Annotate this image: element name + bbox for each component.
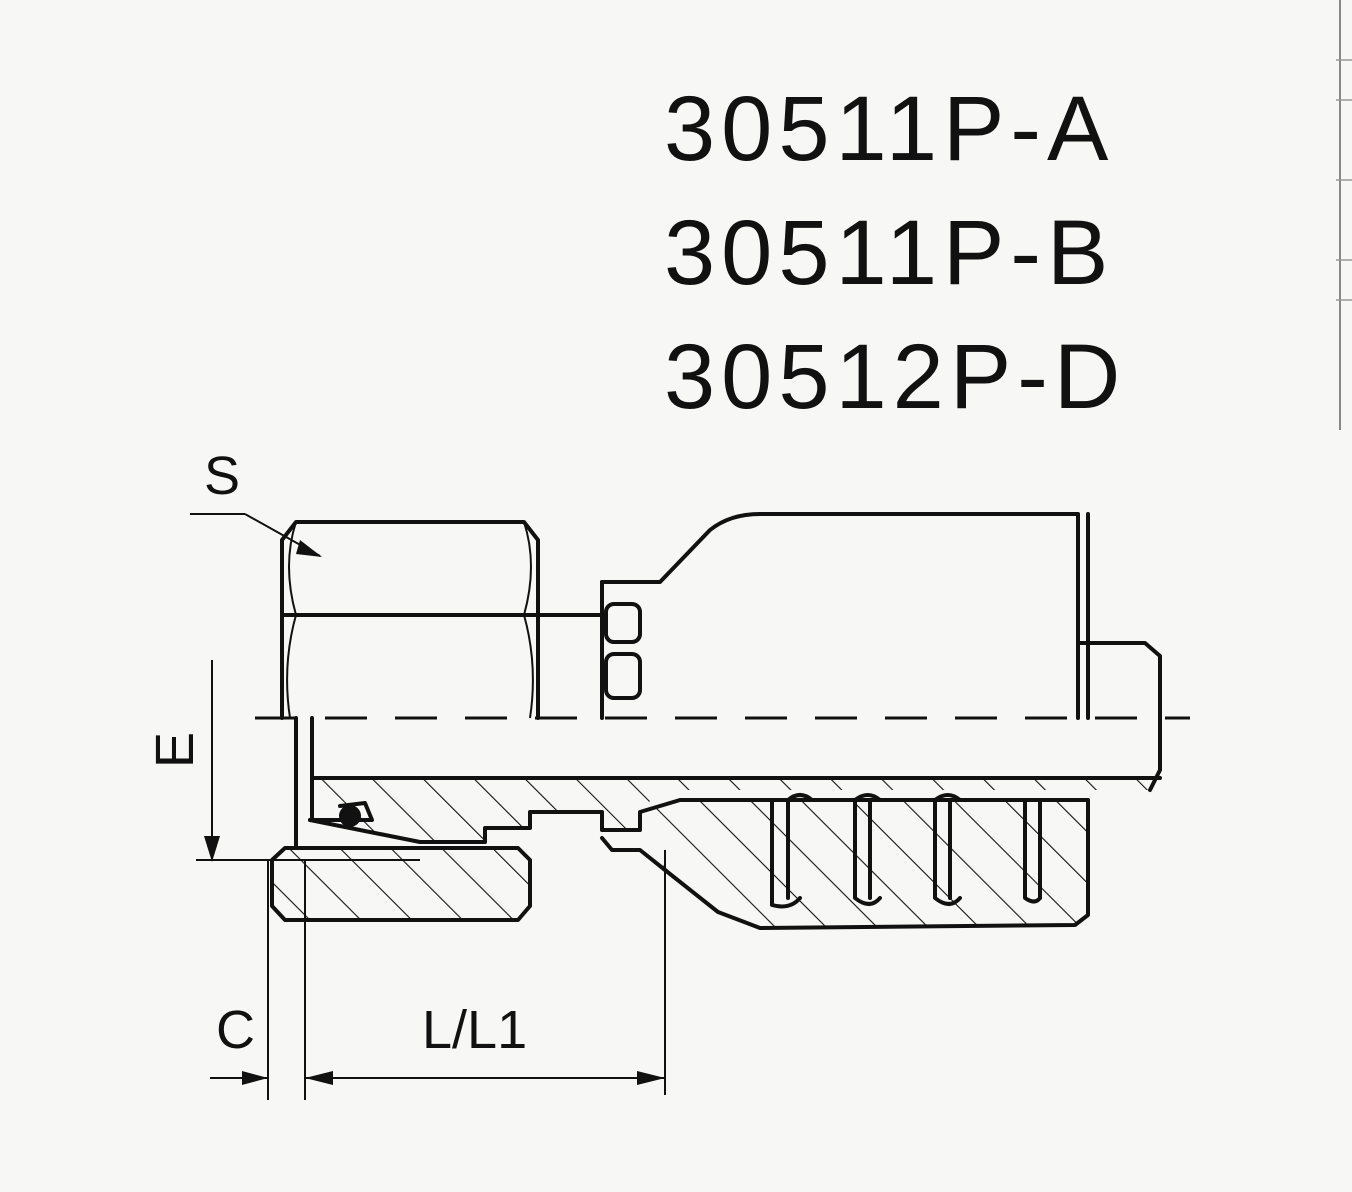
part-number: 30511P-B (664, 202, 1114, 304)
dimension-label-s: S (204, 446, 240, 506)
page-edge (1336, 0, 1352, 430)
dimension-label-l-l1: L/L1 (422, 1000, 527, 1060)
part-number: 30512P-D (664, 326, 1126, 428)
part-number: 30511P-A (664, 78, 1114, 180)
part-number-list: 30511P-A 30511P-B 30512P-D (664, 78, 1126, 428)
dimension-lines (190, 513, 666, 1100)
fitting-outline (255, 512, 1190, 930)
dimension-label-c: C (216, 1000, 255, 1060)
dimension-label-e: E (145, 732, 205, 768)
